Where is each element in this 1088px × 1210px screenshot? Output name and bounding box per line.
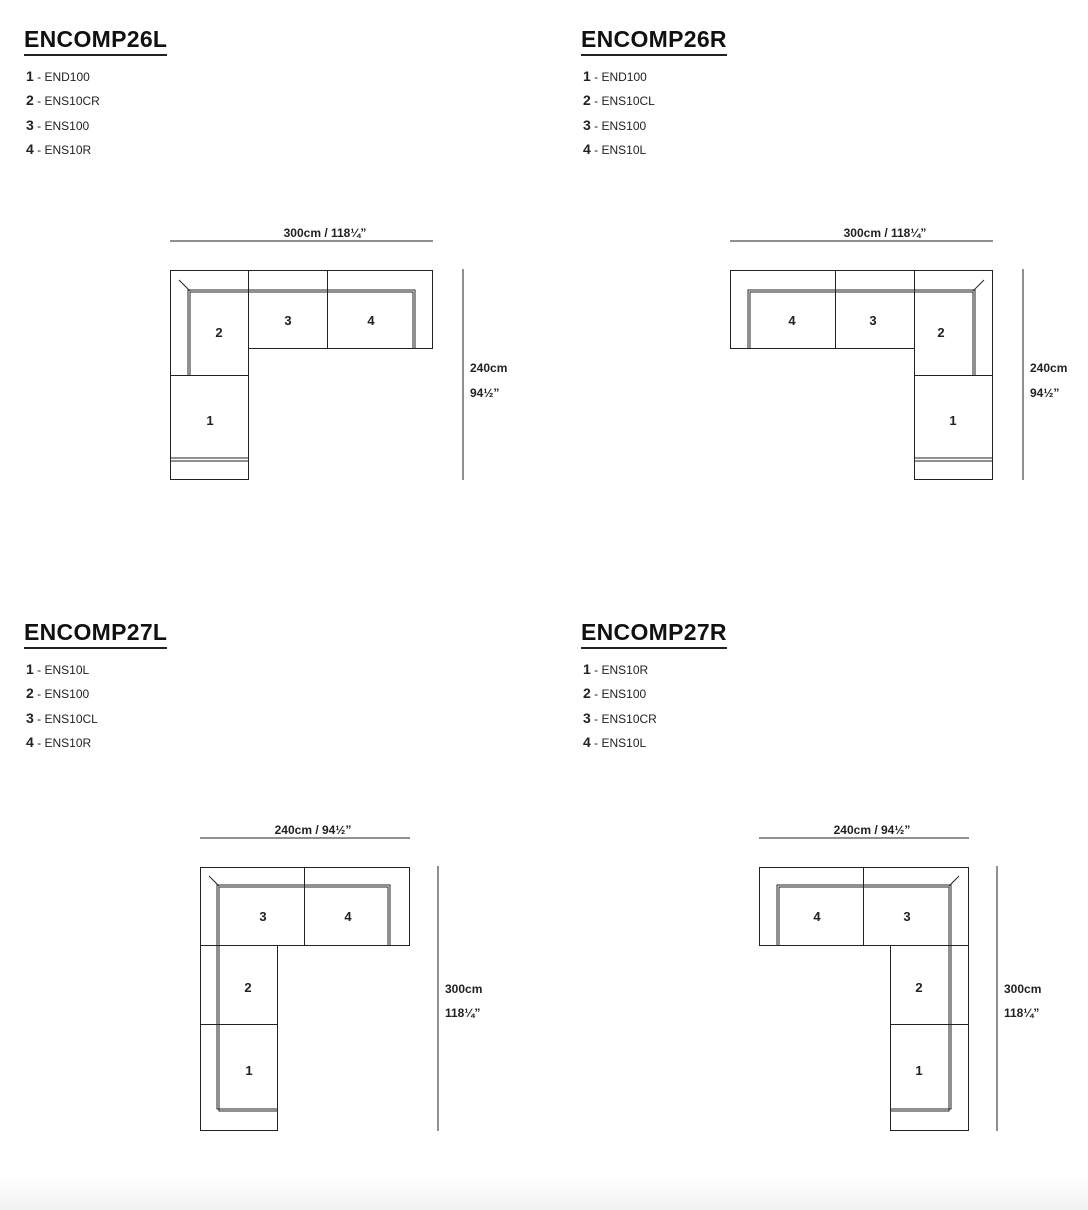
module-list-item: 2 - ENS100 [583, 685, 647, 702]
module-label-3: 3 [869, 313, 876, 328]
module-label-4: 4 [813, 909, 821, 924]
module-list-item: 4 - ENS10R [26, 733, 92, 750]
section-title: ENCOMP26L [24, 25, 168, 56]
seat-inner-line [776, 884, 952, 1110]
module-4-outline [304, 867, 410, 946]
module-3-outline [863, 867, 969, 946]
depth-dimension-in-label: 118¼” [1004, 1006, 1039, 1020]
module-list-item: 4 - ENS10R [26, 140, 92, 157]
module-list-item: 3 - ENS100 [583, 116, 647, 133]
section-title: ENCOMP27R [581, 618, 727, 649]
module-list: 1 - END100 2 - ENS10CL 3 - ENS100 4 - EN… [583, 64, 655, 161]
floor-plan-encomp26l [170, 240, 464, 480]
seat-inner-line [189, 291, 414, 376]
module-4-outline [730, 270, 836, 349]
module-label-3: 3 [903, 909, 910, 924]
seat-inner-line [778, 886, 950, 1112]
module-2-outline [914, 270, 993, 376]
seat-inner-line [749, 291, 974, 376]
module-label-2: 2 [937, 325, 944, 340]
module-1-outline [200, 1024, 278, 1131]
module-list-item: 4 - ENS10L [583, 140, 647, 157]
module-list-item: 3 - ENS10CL [26, 709, 98, 726]
module-3-outline [200, 867, 305, 946]
module-list-item: 2 - ENS100 [26, 685, 90, 702]
module-label-3: 3 [284, 313, 291, 328]
width-dimension-label: 240cm / 94½” [834, 823, 911, 837]
corner-diagonal [948, 875, 960, 887]
section-title: ENCOMP26R [581, 25, 727, 56]
module-1-outline [170, 375, 249, 480]
module-label-4: 4 [344, 909, 352, 924]
module-label-1: 1 [915, 1063, 922, 1078]
width-dimension-label: 300cm / 118¼” [284, 226, 367, 240]
floor-plan-encomp27l [200, 837, 439, 1131]
module-list: 1 - ENS10R 2 - ENS100 3 - ENS10CR 4 - EN… [583, 657, 657, 754]
module-list-item: 1 - END100 [26, 68, 90, 84]
depth-dimension-in-label: 118¼” [445, 1006, 480, 1020]
module-label-4: 4 [367, 313, 375, 328]
module-3-outline [248, 270, 328, 349]
module-list-item: 4 - ENS10L [583, 733, 647, 750]
depth-dimension-cm-label: 300cm [445, 982, 482, 996]
module-list-item: 1 - ENS10R [583, 661, 649, 677]
depth-dimension-in-label: 94½” [470, 386, 499, 400]
floor-plan-encomp26r [730, 240, 1024, 480]
module-4-outline [327, 270, 433, 349]
depth-dimension-cm-label: 240cm [1030, 361, 1067, 375]
module-label-1: 1 [949, 413, 956, 428]
seat-inner-line [218, 886, 389, 1112]
seat-inner-line [187, 289, 416, 376]
module-4-outline [759, 867, 864, 946]
module-label-1: 1 [245, 1063, 252, 1078]
depth-dimension-cm-label: 240cm [470, 361, 507, 375]
module-1-outline [890, 1024, 969, 1131]
module-list-item: 2 - ENS10CR [26, 92, 100, 109]
module-label-2: 2 [244, 980, 251, 995]
module-label-3: 3 [259, 909, 266, 924]
floor-plan-encomp27r [759, 837, 998, 1131]
seat-inner-line [216, 884, 391, 1110]
module-list: 1 - END100 2 - ENS10CR 3 - ENS100 4 - EN… [26, 64, 100, 161]
module-list-item: 3 - ENS100 [26, 116, 90, 133]
module-label-4: 4 [788, 313, 796, 328]
module-2-outline [170, 270, 249, 376]
module-list-item: 1 - END100 [583, 68, 647, 84]
width-dimension-label: 300cm / 118¼” [844, 226, 927, 240]
module-label-1: 1 [206, 413, 213, 428]
module-label-2: 2 [215, 325, 222, 340]
width-dimension-label: 240cm / 94½” [275, 823, 352, 837]
corner-diagonal [208, 875, 220, 887]
seat-inner-line [747, 289, 976, 376]
depth-dimension-cm-label: 300cm [1004, 982, 1041, 996]
depth-dimension-in-label: 94½” [1030, 386, 1059, 400]
module-label-2: 2 [915, 980, 922, 995]
module-list-item: 3 - ENS10CR [583, 709, 657, 726]
module-list-item: 2 - ENS10CL [583, 92, 655, 109]
module-3-outline [835, 270, 915, 349]
module-list-item: 1 - ENS10L [26, 661, 90, 677]
module-2-outline [890, 945, 969, 1025]
corner-diagonal [178, 279, 191, 292]
module-list: 1 - ENS10L 2 - ENS100 3 - ENS10CL 4 - EN… [26, 657, 98, 754]
corner-diagonal [972, 279, 985, 292]
module-2-outline [200, 945, 278, 1025]
module-1-outline [914, 375, 993, 480]
section-title: ENCOMP27L [24, 618, 168, 649]
